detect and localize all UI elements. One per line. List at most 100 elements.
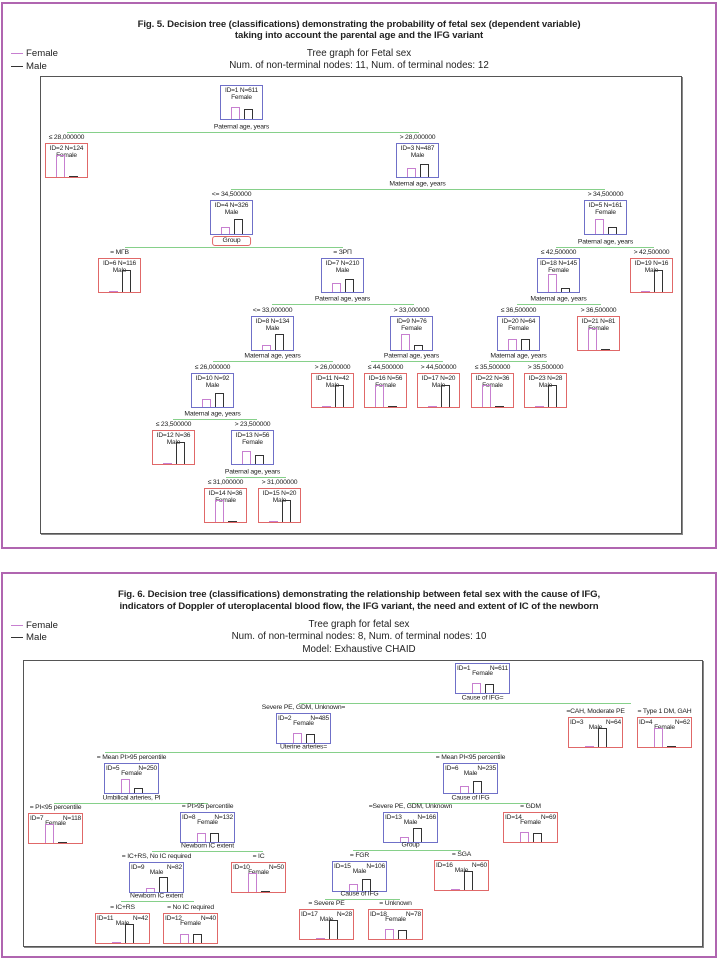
- node-class: Male: [352, 868, 367, 875]
- legend-swatch: [11, 636, 23, 638]
- female-bar: [292, 733, 302, 743]
- male-bar: [243, 108, 253, 119]
- node-n: N=69: [540, 814, 556, 821]
- node-header: ID=2 N=124: [49, 145, 84, 152]
- split-condition: = Severe PE: [308, 900, 345, 907]
- female-bar: [241, 450, 251, 464]
- node-n: N=485: [310, 715, 329, 722]
- node-class: Female: [293, 720, 314, 727]
- male-bar: [124, 924, 134, 943]
- female-bar: [507, 338, 517, 350]
- female-bar: [120, 779, 130, 793]
- split-condition: > 44,500000: [420, 364, 457, 371]
- split-condition: = FGR: [349, 852, 370, 859]
- split-variable: Paternal age, years: [224, 468, 281, 476]
- legend-label: Female: [26, 48, 58, 59]
- split-variable: Maternal age, years: [184, 410, 241, 418]
- female-bar: [179, 933, 189, 943]
- split-variable: Group: [401, 841, 420, 849]
- graph-title-line: Num. of non-terminal nodes: 11, Num. of …: [229, 60, 489, 71]
- split-condition: = PI>95 percentile: [181, 803, 234, 810]
- female-bar: [519, 831, 529, 842]
- split-variable: Maternal age, years: [389, 180, 446, 188]
- branch-line: [67, 132, 419, 133]
- node-n: N=40: [200, 915, 216, 922]
- male-bar: [666, 745, 676, 747]
- node-class: Male: [325, 382, 340, 389]
- node-id: ID=16: [436, 862, 453, 869]
- split-variable: Maternal age, years: [490, 352, 547, 360]
- legend-item-female: Female: [11, 620, 58, 631]
- split-condition: ≤ 23,500000: [155, 421, 192, 428]
- split-condition: = PI<95 percentile: [29, 804, 82, 811]
- male-bar: [463, 871, 473, 890]
- male-bar: [532, 833, 542, 842]
- female-bar: [459, 786, 469, 793]
- split-condition: =Severe PE, GDM, Unknown: [368, 803, 453, 810]
- split-variable: Newborn IC extent: [130, 892, 183, 900]
- graph-title-line: Tree graph for fetal sex: [308, 619, 410, 630]
- figure-title-line: taking into account the parental age and…: [234, 30, 484, 41]
- figure-title-line: indicators of Doppler of uteroplacental …: [119, 601, 599, 612]
- male-bar: [397, 930, 407, 939]
- node-class: Male: [410, 152, 425, 159]
- node-class: Male: [538, 382, 553, 389]
- node-id: ID=8: [182, 814, 196, 821]
- male-bar: [653, 270, 663, 292]
- legend-item-male: Male: [11, 61, 47, 72]
- male-bar: [607, 227, 617, 234]
- node-n: N=118: [62, 815, 81, 822]
- male-bar: [361, 878, 371, 891]
- split-condition: = IC+RS: [110, 904, 135, 911]
- node-header: ID=18 N=145: [539, 260, 578, 267]
- split-condition: > 23,500000: [234, 421, 271, 428]
